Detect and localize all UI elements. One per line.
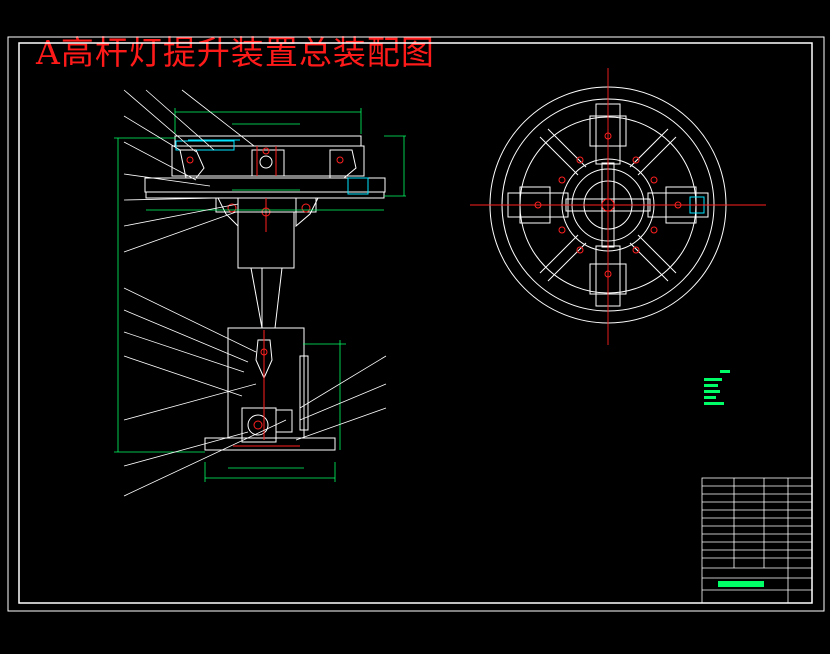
- title-block: [701, 477, 813, 604]
- lower-bracket: [215, 197, 319, 232]
- top-carriage: [144, 135, 386, 199]
- mast: [237, 211, 295, 329]
- technical-notes: [704, 370, 730, 405]
- drawing-border: [7, 36, 825, 612]
- front-view: [144, 135, 386, 451]
- leader-lines: [123, 89, 387, 497]
- dimension-lines: [114, 108, 406, 482]
- winch-base: [204, 327, 336, 451]
- top-view-centerlines: [470, 68, 766, 345]
- drawing-title: A高杆灯提升装置总装配图: [36, 33, 435, 72]
